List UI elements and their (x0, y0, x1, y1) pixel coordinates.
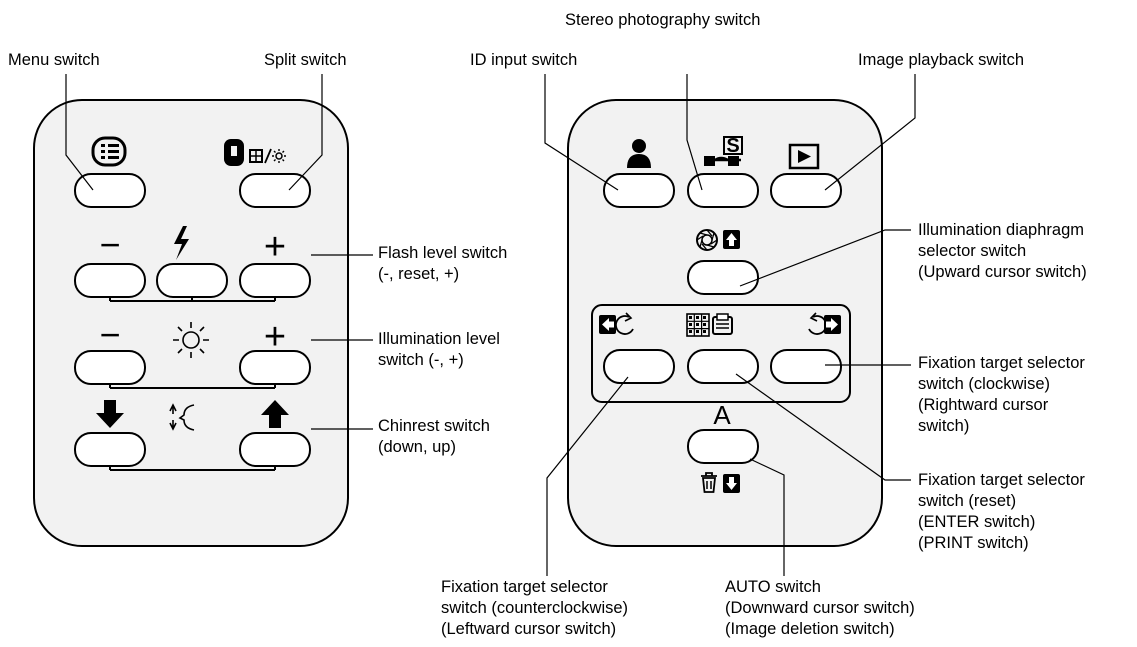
diaphragm-callout-line-3: (Upward cursor switch) (918, 263, 1087, 281)
fix-reset-callout-line-4: (PRINT switch) (918, 534, 1029, 552)
fixation-cw-button[interactable] (770, 349, 842, 384)
fix-reset-callout-line-2: switch (reset) (918, 492, 1017, 510)
fix-ccw-callout-line-1: Fixation target selector (441, 578, 608, 596)
auto-button[interactable] (687, 429, 759, 464)
flash-minus-button[interactable] (74, 263, 146, 298)
fix-cw-callout: Fixation target selector switch (clockwi… (918, 353, 1085, 437)
illum-level-callout: Illumination level switch (-, +) (378, 329, 500, 371)
fix-reset-callout-line-3: (ENTER switch) (918, 513, 1036, 531)
flash-plus-glyph: + (264, 226, 286, 268)
flash-callout: Flash level switch (-, reset, +) (378, 243, 507, 285)
flash-callout-line-2: (-, reset, +) (378, 265, 460, 283)
left-rotate-icon (599, 312, 634, 335)
sun-icon (173, 322, 209, 358)
fix-cw-callout-line-2: switch (clockwise) (918, 375, 1051, 393)
illum-minus-button[interactable] (74, 350, 146, 385)
auto-callout-line-1: AUTO switch (725, 578, 821, 596)
stereo-button[interactable] (687, 173, 759, 208)
svg-text:S: S (726, 135, 739, 157)
person-icon (627, 139, 651, 168)
fix-cw-callout-line-4: switch) (918, 417, 970, 435)
right-rotate-icon (808, 312, 841, 335)
flash-plus-button[interactable] (239, 263, 311, 298)
chinrest-face-icon (169, 403, 195, 431)
chinrest-callout-line-2: (down, up) (378, 438, 456, 456)
chinrest-up-button[interactable] (239, 432, 311, 467)
fix-reset-callout: Fixation target selector switch (reset) … (918, 470, 1085, 554)
auto-letter: A (713, 400, 731, 430)
fixation-group-box (591, 304, 851, 403)
diaphragm-button[interactable] (687, 260, 759, 295)
flash-reset-button[interactable] (156, 263, 228, 298)
illum-plus-button[interactable] (239, 350, 311, 385)
chinrest-down-button[interactable] (74, 432, 146, 467)
down-cursor-icon (723, 474, 740, 493)
fix-reset-callout-line-1: Fixation target selector (918, 471, 1085, 489)
illum-level-callout-line-1: Illumination level (378, 330, 500, 348)
auto-callout: AUTO switch (Downward cursor switch) (Im… (725, 577, 915, 640)
illum-level-callout-line-2: switch (-, +) (378, 351, 464, 369)
trash-icon (701, 472, 717, 493)
diaphragm-callout: Illumination diaphragm selector switch (… (918, 220, 1087, 283)
grid-print-icon (686, 313, 733, 337)
id-input-callout: ID input switch (470, 51, 578, 69)
fixation-ccw-button[interactable] (603, 349, 675, 384)
chinrest-callout: Chinrest switch (down, up) (378, 416, 490, 458)
id-input-button[interactable] (603, 173, 675, 208)
leader-lines (65, 74, 916, 576)
auto-callout-line-3: (Image deletion switch) (725, 620, 895, 638)
menu-button[interactable] (74, 173, 146, 208)
menu-callout: Menu switch (8, 51, 100, 69)
lock-icon (224, 139, 244, 166)
stereo-callout: Stereo photography switch (565, 11, 761, 29)
flash-icon (174, 226, 189, 260)
illum-plus-glyph: + (264, 316, 286, 358)
split-button[interactable] (239, 173, 311, 208)
split-callout: Split switch (264, 51, 347, 69)
fix-cw-callout-line-1: Fixation target selector (918, 354, 1085, 372)
fix-cw-callout-line-3: (Rightward cursor (918, 396, 1049, 414)
down-arrow-icon (96, 400, 124, 428)
flash-minus-glyph: − (99, 224, 120, 265)
right-remote-panel (567, 99, 883, 547)
illum-minus-glyph: − (99, 314, 120, 355)
menu-icon (91, 136, 127, 167)
diaphragm-callout-line-2: selector switch (918, 242, 1027, 260)
fix-ccw-callout-line-3: (Leftward cursor switch) (441, 620, 617, 638)
diaphragm-icon (696, 229, 740, 251)
auto-callout-line-2: (Downward cursor switch) (725, 599, 915, 617)
split-icon (249, 148, 286, 164)
chinrest-callout-line-1: Chinrest switch (378, 417, 490, 435)
fix-ccw-callout: Fixation target selector switch (counter… (441, 577, 628, 640)
fixation-reset-button[interactable] (687, 349, 759, 384)
diaphragm-callout-line-1: Illumination diaphragm (918, 221, 1085, 239)
fix-ccw-callout-line-2: switch (counterclockwise) (441, 599, 629, 617)
playback-button[interactable] (770, 173, 842, 208)
play-icon (788, 143, 820, 170)
flash-callout-line-1: Flash level switch (378, 244, 508, 262)
playback-callout: Image playback switch (858, 51, 1024, 69)
up-arrow-icon (261, 400, 289, 428)
stereo-glasses-icon: S (704, 135, 743, 166)
